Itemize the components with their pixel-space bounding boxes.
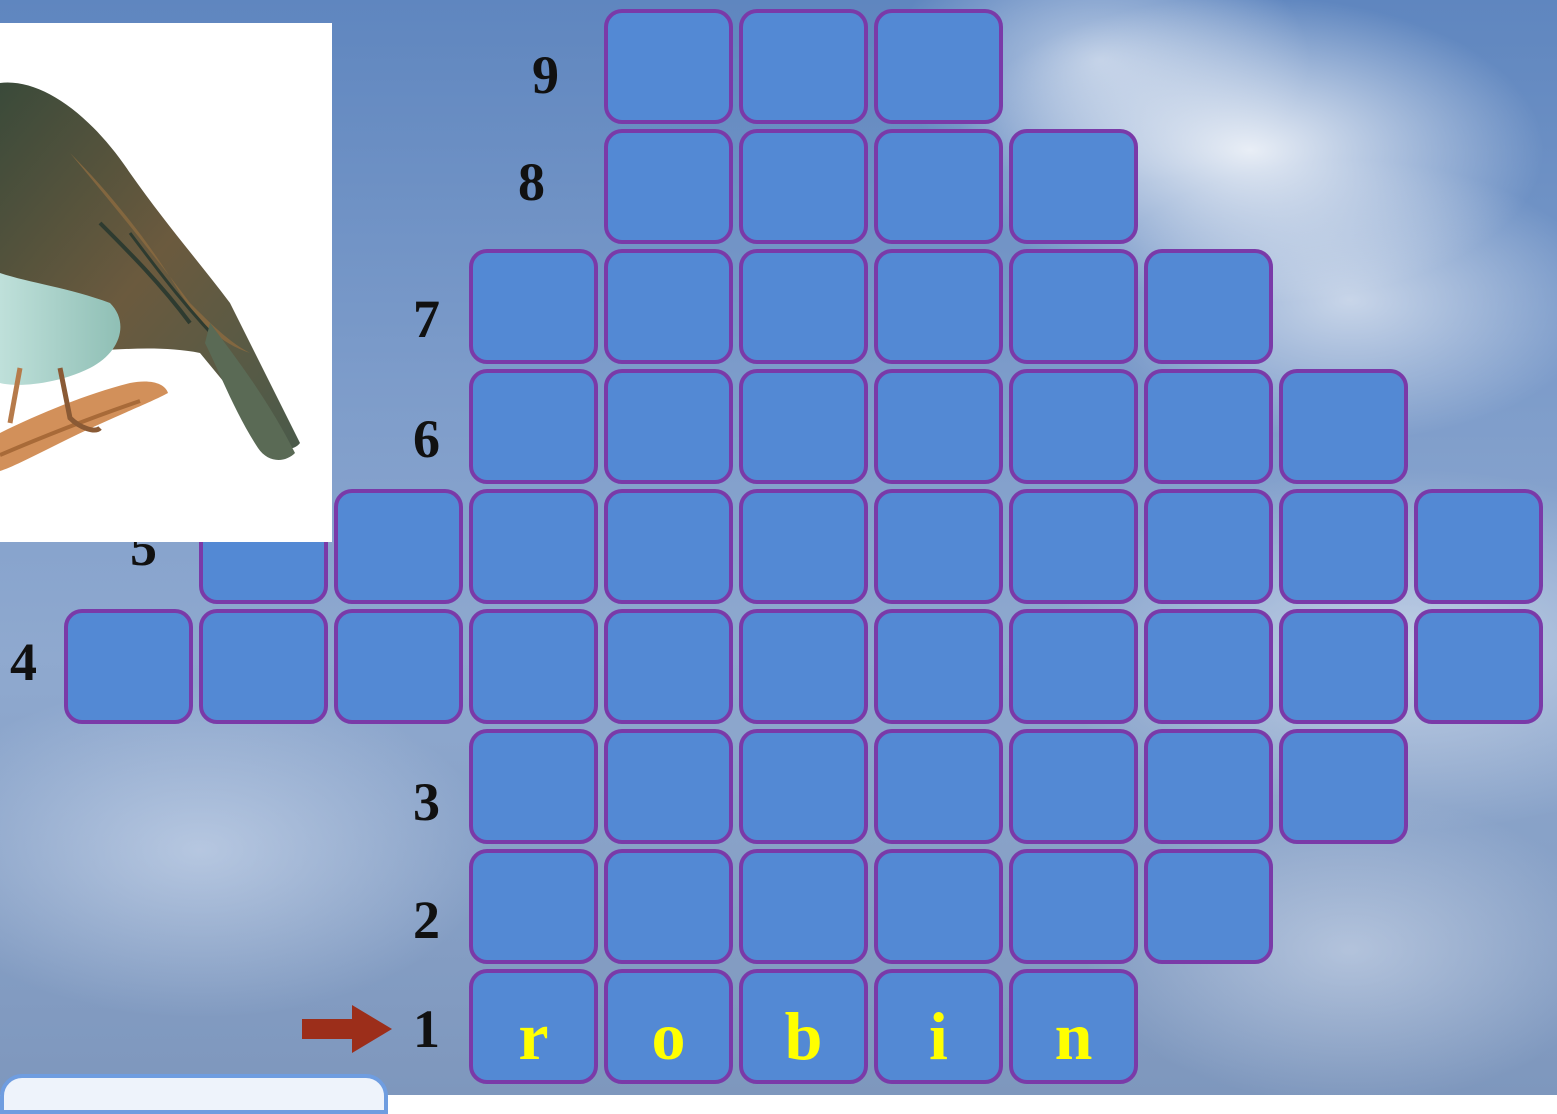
- cell-r2-c4[interactable]: [874, 849, 1003, 964]
- cell-r3-c3[interactable]: [739, 729, 868, 844]
- answer-letter: r: [518, 1002, 548, 1070]
- robin-bird-icon: [0, 23, 332, 542]
- cell-r1-c3[interactable]: b: [739, 969, 868, 1084]
- cell-r5-c3[interactable]: [469, 489, 598, 604]
- cell-r6-c4[interactable]: [874, 369, 1003, 484]
- cell-r3-c5[interactable]: [1009, 729, 1138, 844]
- cell-r6-c2[interactable]: [604, 369, 733, 484]
- answer-letter: o: [652, 1002, 686, 1070]
- cell-r3-c7[interactable]: [1279, 729, 1408, 844]
- cell-r2-c2[interactable]: [604, 849, 733, 964]
- cell-r8-c1[interactable]: [604, 129, 733, 244]
- cell-r4-c8[interactable]: [1009, 609, 1138, 724]
- cell-r4-c10[interactable]: [1279, 609, 1408, 724]
- cell-r3-c2[interactable]: [604, 729, 733, 844]
- cell-r5-c8[interactable]: [1144, 489, 1273, 604]
- cell-r5-c7[interactable]: [1009, 489, 1138, 604]
- cell-r9-c2[interactable]: [739, 9, 868, 124]
- clue-number-6[interactable]: 6: [413, 412, 440, 466]
- answer-letter: n: [1055, 1002, 1093, 1070]
- cell-r1-c4[interactable]: i: [874, 969, 1003, 1084]
- cell-r1-c1[interactable]: r: [469, 969, 598, 1084]
- cell-r2-c5[interactable]: [1009, 849, 1138, 964]
- cell-r4-c3[interactable]: [334, 609, 463, 724]
- clue-number-4[interactable]: 4: [10, 635, 37, 689]
- cell-r3-c1[interactable]: [469, 729, 598, 844]
- cell-r4-c5[interactable]: [604, 609, 733, 724]
- cell-r9-c1[interactable]: [604, 9, 733, 124]
- cell-r7-c4[interactable]: [874, 249, 1003, 364]
- cell-r2-c3[interactable]: [739, 849, 868, 964]
- cell-r8-c3[interactable]: [874, 129, 1003, 244]
- cell-r5-c9[interactable]: [1279, 489, 1408, 604]
- clue-number-9[interactable]: 9: [532, 48, 559, 102]
- cell-r7-c5[interactable]: [1009, 249, 1138, 364]
- cell-r7-c3[interactable]: [739, 249, 868, 364]
- cell-r6-c1[interactable]: [469, 369, 598, 484]
- cell-r4-c9[interactable]: [1144, 609, 1273, 724]
- cell-r9-c3[interactable]: [874, 9, 1003, 124]
- cell-r4-c4[interactable]: [469, 609, 598, 724]
- cell-r2-c1[interactable]: [469, 849, 598, 964]
- clue-number-3[interactable]: 3: [413, 775, 440, 829]
- answer-letter: i: [929, 1002, 948, 1070]
- cell-r7-c6[interactable]: [1144, 249, 1273, 364]
- clue-number-2[interactable]: 2: [413, 893, 440, 947]
- cell-r8-c2[interactable]: [739, 129, 868, 244]
- clue-number-7[interactable]: 7: [413, 292, 440, 346]
- cell-r6-c3[interactable]: [739, 369, 868, 484]
- cell-r8-c4[interactable]: [1009, 129, 1138, 244]
- cell-r1-c5[interactable]: n: [1009, 969, 1138, 1084]
- answer-input-box[interactable]: [0, 1074, 388, 1114]
- cell-r7-c2[interactable]: [604, 249, 733, 364]
- cell-r3-c4[interactable]: [874, 729, 1003, 844]
- cell-r1-c2[interactable]: o: [604, 969, 733, 1084]
- bird-photo: [0, 23, 332, 542]
- cell-r7-c1[interactable]: [469, 249, 598, 364]
- cell-r5-c6[interactable]: [874, 489, 1003, 604]
- cell-r5-c5[interactable]: [739, 489, 868, 604]
- cell-r6-c7[interactable]: [1279, 369, 1408, 484]
- clue-number-1[interactable]: 1: [413, 1002, 440, 1056]
- cell-r5-c10[interactable]: [1414, 489, 1543, 604]
- cell-r6-c5[interactable]: [1009, 369, 1138, 484]
- cell-r6-c6[interactable]: [1144, 369, 1273, 484]
- right-arrow-icon: [302, 1005, 394, 1053]
- cell-r4-c1[interactable]: [64, 609, 193, 724]
- answer-letter: b: [785, 1002, 823, 1070]
- cell-r5-c4[interactable]: [604, 489, 733, 604]
- cell-r5-c2[interactable]: [334, 489, 463, 604]
- cell-r2-c6[interactable]: [1144, 849, 1273, 964]
- cell-r3-c6[interactable]: [1144, 729, 1273, 844]
- cell-r4-c6[interactable]: [739, 609, 868, 724]
- clue-number-8[interactable]: 8: [518, 155, 545, 209]
- cell-r4-c2[interactable]: [199, 609, 328, 724]
- cell-r4-c7[interactable]: [874, 609, 1003, 724]
- cell-r4-c11[interactable]: [1414, 609, 1543, 724]
